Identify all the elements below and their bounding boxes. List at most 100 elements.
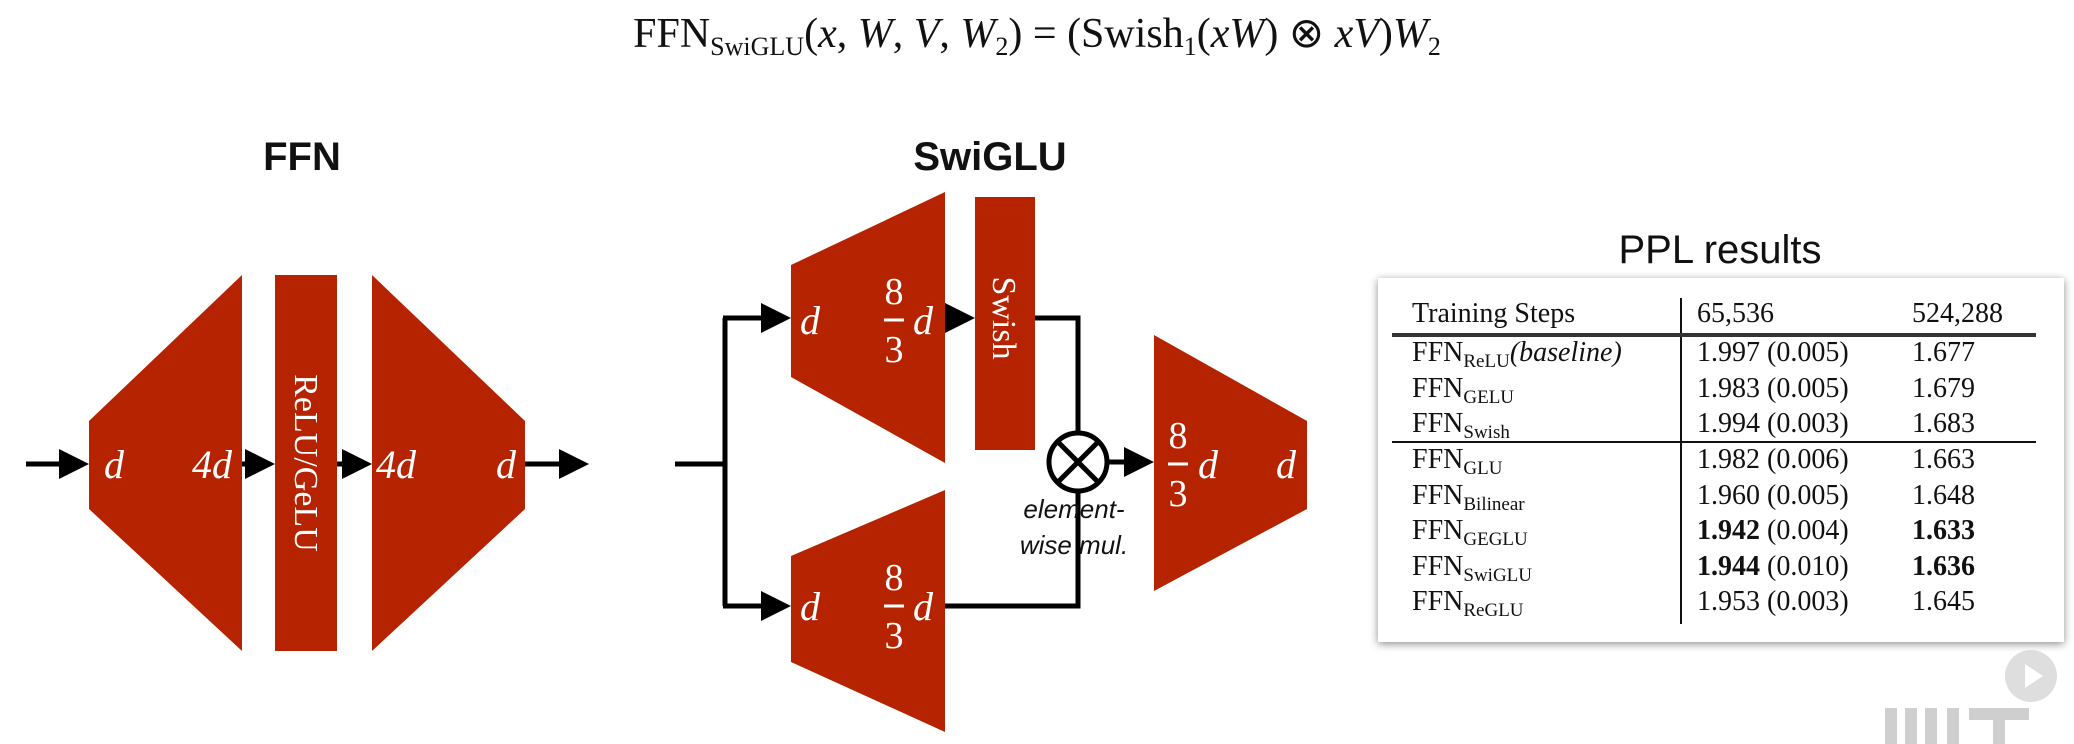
row-ppl-524288: 1.633 <box>1912 515 1975 546</box>
formula-xW: xW <box>1210 11 1265 57</box>
model-variant: GLU <box>1463 458 1503 479</box>
ffn-activation-block <box>275 275 337 651</box>
row-ppl-524288: 1.663 <box>1912 444 1975 475</box>
swish-block <box>975 197 1035 450</box>
ffn-hidden-in: 4d <box>192 442 233 487</box>
row-model: FFNBilinear <box>1412 478 1525 523</box>
row-ppl-65536: 1.942 (0.004) <box>1697 513 1849 549</box>
row-ppl-524288: 1.636 <box>1912 551 1975 582</box>
formula-W2: W <box>960 11 996 57</box>
ppl-value: 1.994 <box>1697 408 1760 439</box>
ppl-stddev: (0.003) <box>1767 408 1849 439</box>
model-name: FFN <box>1412 408 1464 439</box>
row-model: FFNReGLU <box>1412 584 1524 629</box>
swiglu-down-projection <box>1154 335 1307 591</box>
ppl-value: 1.997 <box>1697 337 1760 368</box>
ffn-in-dim: d <box>104 442 125 487</box>
ppl-stddev: (0.010) <box>1767 551 1849 582</box>
model-name: FFN <box>1412 337 1464 368</box>
model-variant: SwiGLU <box>1463 565 1532 586</box>
row-model: FFNSwish <box>1412 406 1510 451</box>
ppl-stddev: (0.005) <box>1767 337 1849 368</box>
table-header: Training Steps 65,536 524,288 <box>1378 296 2064 332</box>
column-divider <box>1680 298 1682 624</box>
swiglu-value-projection <box>791 490 945 732</box>
table-row: FFNGEGLU 1.942 (0.004) 1.633 <box>1378 513 2064 550</box>
ppl-value: 1.944 <box>1697 551 1760 582</box>
swiglu-title: SwiGLU <box>913 135 1066 179</box>
mul-note-line1: element- <box>1023 494 1124 524</box>
formula-otimes: ) ⊗ <box>1264 11 1335 57</box>
lower-frac-den: 3 <box>885 615 904 657</box>
table-row: FFNGLU 1.982 (0.006) 1.663 <box>1378 442 2064 479</box>
row-ppl-65536: 1.982 (0.006) <box>1697 442 1849 478</box>
upper-frac-num: 8 <box>885 271 904 313</box>
row-ppl-65536: 1.960 (0.005) <box>1697 478 1849 514</box>
swish-output-line <box>1035 315 1081 433</box>
formula-V: V <box>913 11 940 57</box>
upper-in-dim: d <box>800 298 821 343</box>
table-row: FFNReGLU 1.953 (0.003) 1.645 <box>1378 584 2064 621</box>
row-ppl-65536: 1.994 (0.003) <box>1697 406 1849 442</box>
swiglu-out-dim: d <box>1276 442 1297 487</box>
row-ppl-65536: 1.944 (0.010) <box>1697 549 1849 585</box>
formula-Wout: W <box>1392 11 1428 57</box>
ffn-down-projection <box>372 275 525 651</box>
ppl-value: 1.983 <box>1697 373 1760 404</box>
header-training-steps: Training Steps <box>1412 298 1576 329</box>
ffn-up-projection <box>89 275 242 651</box>
row-model: FFNGEGLU <box>1412 513 1528 558</box>
row-ppl-524288: 1.683 <box>1912 408 1975 439</box>
ppl-stddev: (0.005) <box>1767 480 1849 511</box>
model-variant: ReGLU <box>1463 600 1524 621</box>
mul-note-line2: wise mul. <box>1020 530 1128 560</box>
lower-frac-var: d <box>913 584 934 629</box>
table-row: FFNSwiGLU 1.944 (0.010) 1.636 <box>1378 549 2064 586</box>
formula-sep: , <box>939 11 961 57</box>
model-name: FFN <box>1412 551 1464 582</box>
table-row: FFNBilinear 1.960 (0.005) 1.648 <box>1378 478 2064 515</box>
lower-in-dim: d <box>800 584 821 629</box>
formula-x: x <box>818 11 837 57</box>
ppl-value: 1.982 <box>1697 444 1760 475</box>
model-name: FFN <box>1412 586 1464 617</box>
row-model: FFNReLU(baseline) <box>1412 335 1622 380</box>
formula-paren: ( <box>1196 11 1211 57</box>
formula-ffn: FFN <box>633 11 711 57</box>
row-ppl-65536: 1.983 (0.005) <box>1697 371 1849 407</box>
ppl-stddev: (0.006) <box>1767 444 1849 475</box>
model-name: FFN <box>1412 444 1464 475</box>
model-name: FFN <box>1412 373 1464 404</box>
header-steps-1: 65,536 <box>1697 298 1774 329</box>
model-name: FFN <box>1412 515 1464 546</box>
model-variant: Bilinear <box>1463 494 1525 515</box>
formula-Wout-sub: 2 <box>1427 32 1441 61</box>
row-ppl-524288: 1.645 <box>1912 586 1975 617</box>
ppl-stddev: (0.005) <box>1767 373 1849 404</box>
row-ppl-524288: 1.648 <box>1912 480 1975 511</box>
upper-frac-var: d <box>913 298 934 343</box>
play-icon[interactable] <box>2005 650 2057 702</box>
model-variant: GELU <box>1463 387 1515 408</box>
out-frac-num: 8 <box>1169 415 1188 457</box>
formula-sep: , <box>836 11 858 57</box>
group-rule <box>1392 441 2036 443</box>
row-ppl-524288: 1.677 <box>1912 337 1975 368</box>
formula-paren: ) <box>1378 11 1393 57</box>
ppl-stddev: (0.003) <box>1767 586 1849 617</box>
ppl-results-table: Training Steps 65,536 524,288 FFNReLU(ba… <box>1378 278 2064 642</box>
header-steps-2: 524,288 <box>1912 298 2003 329</box>
mit-logo <box>1885 708 2074 744</box>
model-variant: Swish <box>1463 422 1510 443</box>
table-row: FFNSwish 1.994 (0.003) 1.683 <box>1378 406 2064 443</box>
model-note: (baseline) <box>1509 337 1622 368</box>
ppl-value: 1.960 <box>1697 480 1760 511</box>
value-output-line <box>945 491 1081 609</box>
row-ppl-65536: 1.953 (0.003) <box>1697 584 1849 620</box>
row-ppl-524288: 1.679 <box>1912 373 1975 404</box>
row-model: FFNSwiGLU <box>1412 549 1532 594</box>
formula-paren: ( <box>804 11 819 57</box>
row-ppl-65536: 1.997 (0.005) <box>1697 335 1849 371</box>
formula-ffn-sub: SwiGLU <box>710 32 805 61</box>
